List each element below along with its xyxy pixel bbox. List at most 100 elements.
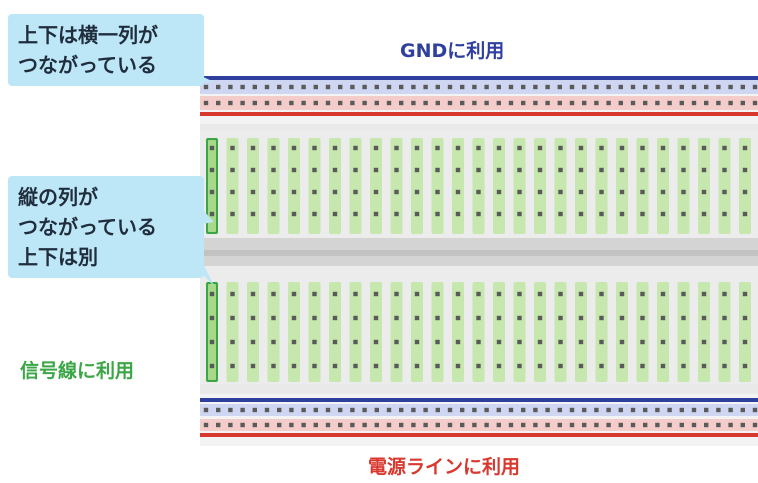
- column-highlight-upper: [288, 138, 300, 234]
- terminal-hole: [435, 211, 440, 217]
- power-rail-hole: [460, 100, 465, 106]
- terminal-hole: [681, 145, 686, 151]
- terminal-hole: [742, 291, 748, 297]
- terminal-hole: [476, 167, 481, 173]
- terminal-hole: [455, 363, 461, 369]
- gnd-rail-hole: [350, 407, 355, 413]
- terminal-hole: [271, 211, 276, 217]
- terminal-hole: [681, 339, 686, 345]
- column-highlight-lower: [308, 282, 321, 382]
- column-highlight-upper: [739, 138, 751, 234]
- power-rail-hole: [313, 422, 318, 428]
- column-highlight-upper: [349, 138, 362, 234]
- power-rail-hole: [679, 422, 684, 428]
- column-highlight-upper: [247, 138, 259, 234]
- power-rail-hole: [667, 422, 672, 428]
- gnd-rail-hole: [643, 407, 648, 413]
- terminal-hole: [209, 145, 215, 151]
- terminal-hole: [517, 339, 522, 345]
- terminal-hole: [742, 315, 748, 321]
- power-rail-hole: [240, 100, 245, 106]
- gnd-rail-hole: [484, 84, 489, 90]
- terminal-hole: [414, 315, 420, 321]
- terminal-hole: [291, 211, 297, 217]
- power-rail-hole: [289, 100, 294, 106]
- terminal-hole: [291, 339, 297, 345]
- gnd-rail-hole: [655, 407, 660, 413]
- top-power-stripe: [200, 112, 758, 116]
- terminal-hole: [476, 211, 481, 217]
- power-rail-hole: [740, 422, 745, 428]
- terminal-hole: [312, 145, 317, 151]
- power-rail-hole: [216, 100, 221, 106]
- terminal-hole: [476, 315, 481, 321]
- column-highlight-lower: [739, 282, 751, 382]
- terminal-hole: [722, 339, 727, 345]
- terminal-hole: [250, 189, 256, 195]
- gnd-rail-hole: [521, 407, 526, 413]
- terminal-hole: [599, 339, 604, 345]
- terminal-hole: [578, 145, 584, 151]
- terminal-hole: [701, 145, 707, 151]
- terminal-hole: [681, 167, 686, 173]
- terminal-hole: [312, 315, 317, 321]
- terminal-hole: [578, 315, 584, 321]
- terminal-hole: [599, 145, 604, 151]
- power-rail-hole: [447, 422, 453, 428]
- top-gnd-row-band: [200, 80, 758, 94]
- gnd-rail-hole: [435, 84, 440, 90]
- gnd-rail-hole: [203, 84, 209, 90]
- terminal-hole: [394, 291, 399, 297]
- gnd-rail-hole: [740, 407, 745, 413]
- terminal-hole: [373, 315, 379, 321]
- terminal-hole: [332, 291, 338, 297]
- gnd-rail-hole: [533, 407, 538, 413]
- power-rail-hole: [508, 100, 514, 106]
- power-rail-hole: [350, 100, 355, 106]
- terminal-hole: [353, 211, 358, 217]
- terminal-hole: [230, 291, 235, 297]
- terminal-hole: [742, 189, 748, 195]
- terminal-hole: [414, 211, 420, 217]
- terminal-hole: [230, 363, 235, 369]
- column-highlight-lower: [329, 282, 341, 382]
- gnd-rail-hole: [374, 84, 379, 90]
- gnd-rail-hole: [289, 407, 294, 413]
- gnd-rail-hole: [362, 84, 367, 90]
- callout-line: つながっている: [18, 53, 157, 77]
- terminal-hole: [353, 363, 358, 369]
- power-rail-hole: [569, 422, 575, 428]
- power-rail-hole: [472, 100, 477, 106]
- column-highlight-lower: [390, 282, 403, 382]
- column-highlight-upper: [718, 138, 731, 234]
- terminal-hole: [558, 167, 563, 173]
- terminal-hole: [394, 145, 399, 151]
- column-highlight-upper: [657, 138, 669, 234]
- terminal-hole: [578, 339, 584, 345]
- gnd-rail-hole: [264, 84, 270, 90]
- terminal-hole: [250, 145, 256, 151]
- terminal-hole: [681, 363, 686, 369]
- terminal-hole: [250, 363, 256, 369]
- terminal-hole: [271, 189, 276, 195]
- terminal-hole: [517, 211, 522, 217]
- terminal-hole: [660, 315, 666, 321]
- terminal-hole: [619, 291, 625, 297]
- terminal-hole: [209, 167, 215, 173]
- power-rail-hole: [447, 100, 453, 106]
- terminal-hole: [558, 339, 563, 345]
- gnd-rail-hole: [313, 84, 318, 90]
- power-rail-hole: [655, 422, 660, 428]
- terminal-hole: [701, 211, 707, 217]
- power-rail-hole: [435, 422, 440, 428]
- terminal-hole: [681, 189, 686, 195]
- terminal-hole: [394, 211, 399, 217]
- power-label: 電源ラインに利用: [368, 456, 521, 478]
- terminal-hole: [230, 167, 235, 173]
- terminal-hole: [722, 315, 727, 321]
- gnd-rail-hole: [716, 407, 721, 413]
- column-highlight-lower: [677, 282, 690, 382]
- terminal-hole: [619, 211, 625, 217]
- terminal-hole: [496, 211, 502, 217]
- gnd-rail-hole: [557, 407, 562, 413]
